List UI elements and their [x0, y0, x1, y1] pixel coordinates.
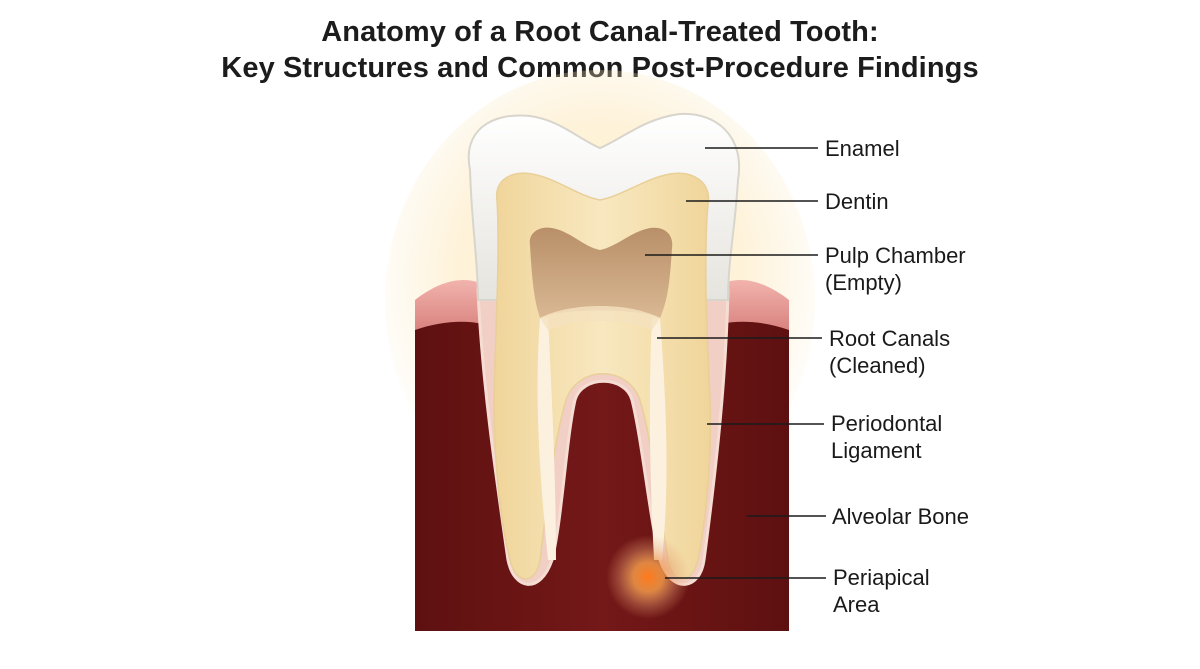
label-periapical-area: Periapical Area — [833, 565, 936, 617]
root-canal-floor — [540, 306, 660, 330]
root-canal-left — [537, 318, 556, 560]
labels: Enamel Dentin Pulp Chamber (Empty) Root … — [825, 136, 972, 617]
leader-lines — [645, 147, 826, 579]
label-enamel: Enamel — [825, 136, 900, 161]
title-line-1: Anatomy of a Root Canal-Treated Tooth: — [321, 16, 879, 48]
label-alveolar-bone: Alveolar Bone — [832, 504, 969, 529]
label-periodontal-ligament: Periodontal Ligament — [831, 411, 948, 463]
label-dentin: Dentin — [825, 189, 889, 214]
root-canal-right — [649, 318, 667, 560]
label-root-canals: Root Canals (Cleaned) — [829, 326, 956, 378]
periapical-glow — [606, 535, 690, 619]
label-pulp-chamber: Pulp Chamber (Empty) — [825, 243, 972, 295]
title-block: Anatomy of a Root Canal-Treated Tooth: K… — [0, 14, 1200, 86]
pulp-chamber-shape — [529, 227, 673, 318]
